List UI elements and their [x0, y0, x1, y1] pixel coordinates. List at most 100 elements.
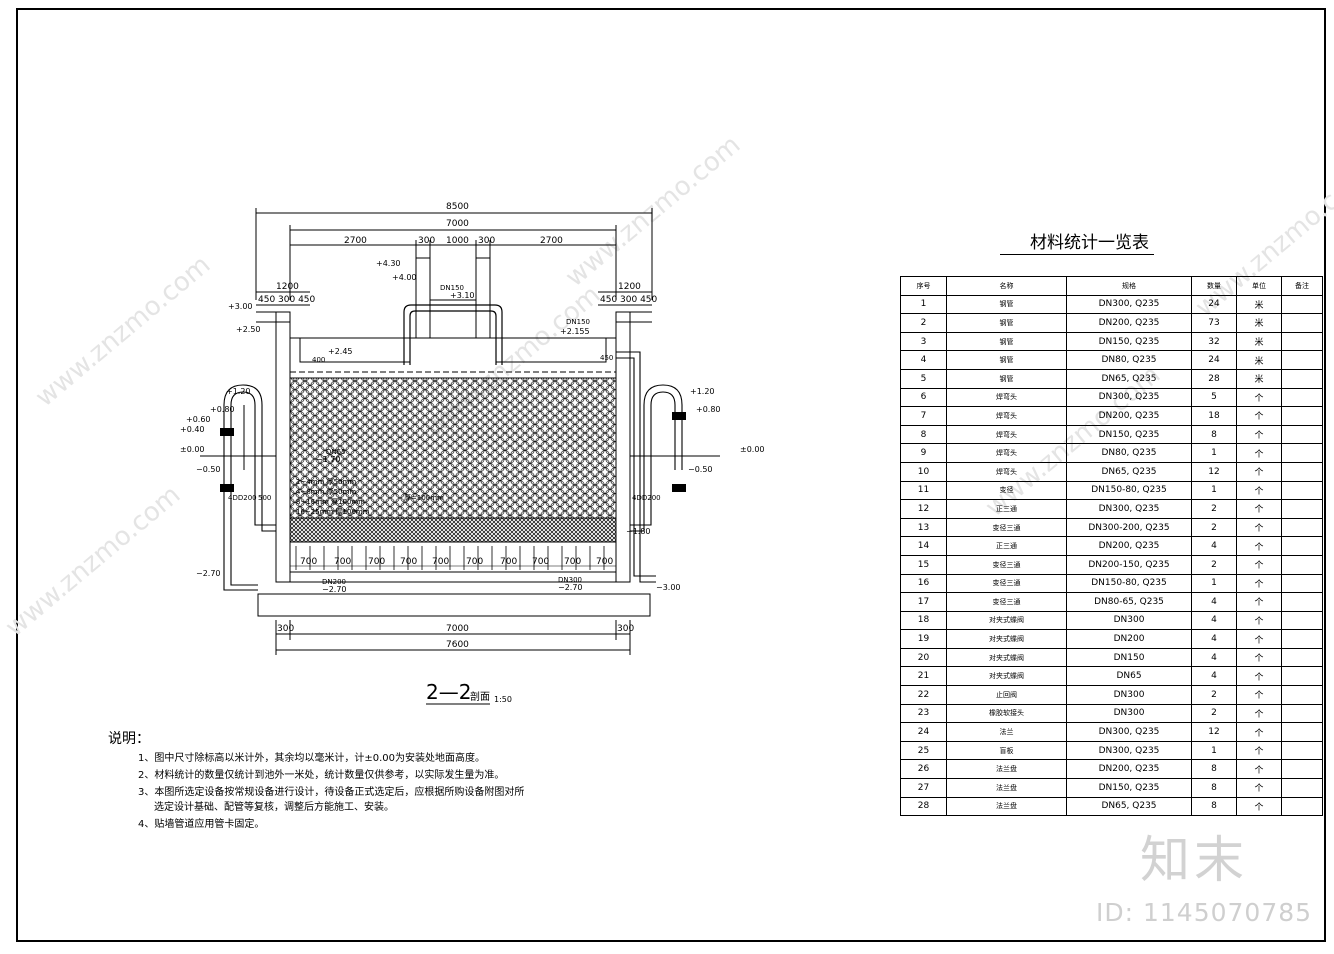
table-cell [1281, 313, 1323, 333]
table-cell: DN150-80, Q235 [1066, 573, 1192, 594]
table-cell [1281, 368, 1323, 389]
table-cell [1281, 573, 1323, 594]
table-cell: 12 [1191, 722, 1237, 742]
table-cell: 个 [1236, 722, 1282, 742]
table-cell: DN200, Q235 [1066, 536, 1192, 556]
pipe-label: DN300 [558, 576, 582, 584]
section-title: 2—2 [426, 680, 472, 704]
dim-1000: 1000 [446, 236, 469, 246]
table-cell: 变径三通 [946, 573, 1067, 594]
table-cell: DN300, Q235 [1066, 499, 1192, 519]
elev-label: +0.60 [186, 415, 211, 424]
table-cell: DN65, Q235 [1066, 368, 1192, 389]
table-cell: 17 [900, 592, 947, 612]
table-cell: DN65, Q235 [1066, 796, 1192, 817]
table-cell: 个 [1236, 703, 1282, 724]
dim-label: 4DD200 [228, 494, 257, 502]
table-cell: 1 [900, 294, 947, 315]
table-cell: 钢管 [946, 313, 1067, 333]
table-cell: 焊弯头 [946, 387, 1067, 408]
table-cell [1281, 554, 1323, 575]
table-cell: 24 [900, 722, 947, 742]
table-cell [1281, 647, 1323, 668]
table-cell: 个 [1236, 443, 1282, 463]
table-cell: 2 [1191, 703, 1237, 724]
header-cell: 规格 [1066, 276, 1192, 296]
note-item: 1、图中尺寸除标高以米计外，其余均以毫米计，计±0.00为安装处地面高度。 [138, 753, 486, 764]
table-cell: 钢管 [946, 350, 1067, 370]
dim-left-parts: 450 300 450 [258, 295, 316, 305]
table-cell [1281, 480, 1323, 501]
table-cell: DN200, Q235 [1066, 406, 1192, 426]
table-cell: DN300 [1066, 685, 1192, 705]
table-cell: 个 [1236, 685, 1282, 705]
table-cell: DN200-150, Q235 [1066, 554, 1192, 575]
elev-label: −3.00 [656, 583, 681, 592]
dim-7000-top: 7000 [446, 219, 469, 229]
table-cell: 24 [1191, 294, 1237, 315]
table-cell: DN80-65, Q235 [1066, 592, 1192, 612]
elev-label: −1.70 [316, 455, 341, 464]
watermark-id: ID: 1145070785 [1096, 898, 1313, 927]
elev-label: +3.00 [228, 302, 253, 311]
dim-right-parts: 450 300 450 [600, 295, 658, 305]
pipe-label: DN65 [326, 448, 346, 456]
table-cell: 12 [1191, 461, 1237, 482]
note-item: 3、本图所选定设备按常规设备进行设计，待设备正式选定后，应根据所购设备附图对所 [138, 787, 525, 798]
table-cell: DN80, Q235 [1066, 443, 1192, 463]
table-cell: 个 [1236, 461, 1282, 482]
dim-1200-left: 1200 [276, 282, 299, 292]
table-title-underline [1000, 254, 1154, 255]
media-label: 4~8mm 厚50mm [296, 488, 356, 496]
dim-300-bottom-left: 300 [277, 624, 294, 634]
table-cell: 米 [1236, 294, 1282, 315]
pipe-label: DN150 [440, 284, 464, 292]
table-cell: 27 [900, 778, 947, 798]
table-cell: 个 [1236, 759, 1282, 780]
elev-label: +0.80 [210, 405, 235, 414]
table-cell: 4 [1191, 610, 1237, 631]
elev-label: −2.70 [558, 583, 583, 592]
dim-2700-right: 2700 [540, 236, 563, 246]
table-cell [1281, 406, 1323, 426]
table-cell: 米 [1236, 368, 1282, 389]
table-cell: DN300 [1066, 703, 1192, 724]
table-cell: 米 [1236, 350, 1282, 370]
table-cell [1281, 722, 1323, 742]
table-cell: 1 [1191, 740, 1237, 761]
table-cell: 焊弯头 [946, 461, 1067, 482]
table-cell: DN200, Q235 [1066, 313, 1192, 333]
table-cell: DN150, Q235 [1066, 331, 1192, 352]
dim-2700-left: 2700 [344, 236, 367, 246]
table-cell: 个 [1236, 517, 1282, 538]
table-cell: 6 [900, 387, 947, 408]
spacing-700: 700 [300, 557, 317, 567]
table-cell: DN300, Q235 [1066, 740, 1192, 761]
table-cell: 2 [1191, 554, 1237, 575]
table-cell: 2 [900, 313, 947, 333]
table-cell: 23 [900, 703, 947, 724]
header-cell: 备注 [1281, 276, 1323, 296]
table-cell: 21 [900, 666, 947, 687]
table-cell [1281, 629, 1323, 649]
table-cell: DN150-80, Q235 [1066, 480, 1192, 501]
table-cell: 10 [900, 461, 947, 482]
note-item: 2、材料统计的数量仅统计到池外一米处，统计数量仅供参考，以实际发生量为准。 [138, 770, 505, 781]
table-cell [1281, 610, 1323, 631]
table-cell [1281, 461, 1323, 482]
table-cell [1281, 796, 1323, 817]
table-cell: 2 [1191, 685, 1237, 705]
notes: 说明： 1、图中尺寸除标高以米计外，其余均以毫米计，计±0.00为安装处地面高度… [108, 732, 524, 837]
header-cell: 数量 [1191, 276, 1237, 296]
table-cell: 法兰盘 [946, 778, 1067, 798]
table-title: 材料统计一览表 [1030, 233, 1149, 253]
table-cell: 13 [900, 517, 947, 538]
table-cell: DN150, Q235 [1066, 778, 1192, 798]
media-label: 2~4mm 厚50mm [296, 478, 356, 486]
